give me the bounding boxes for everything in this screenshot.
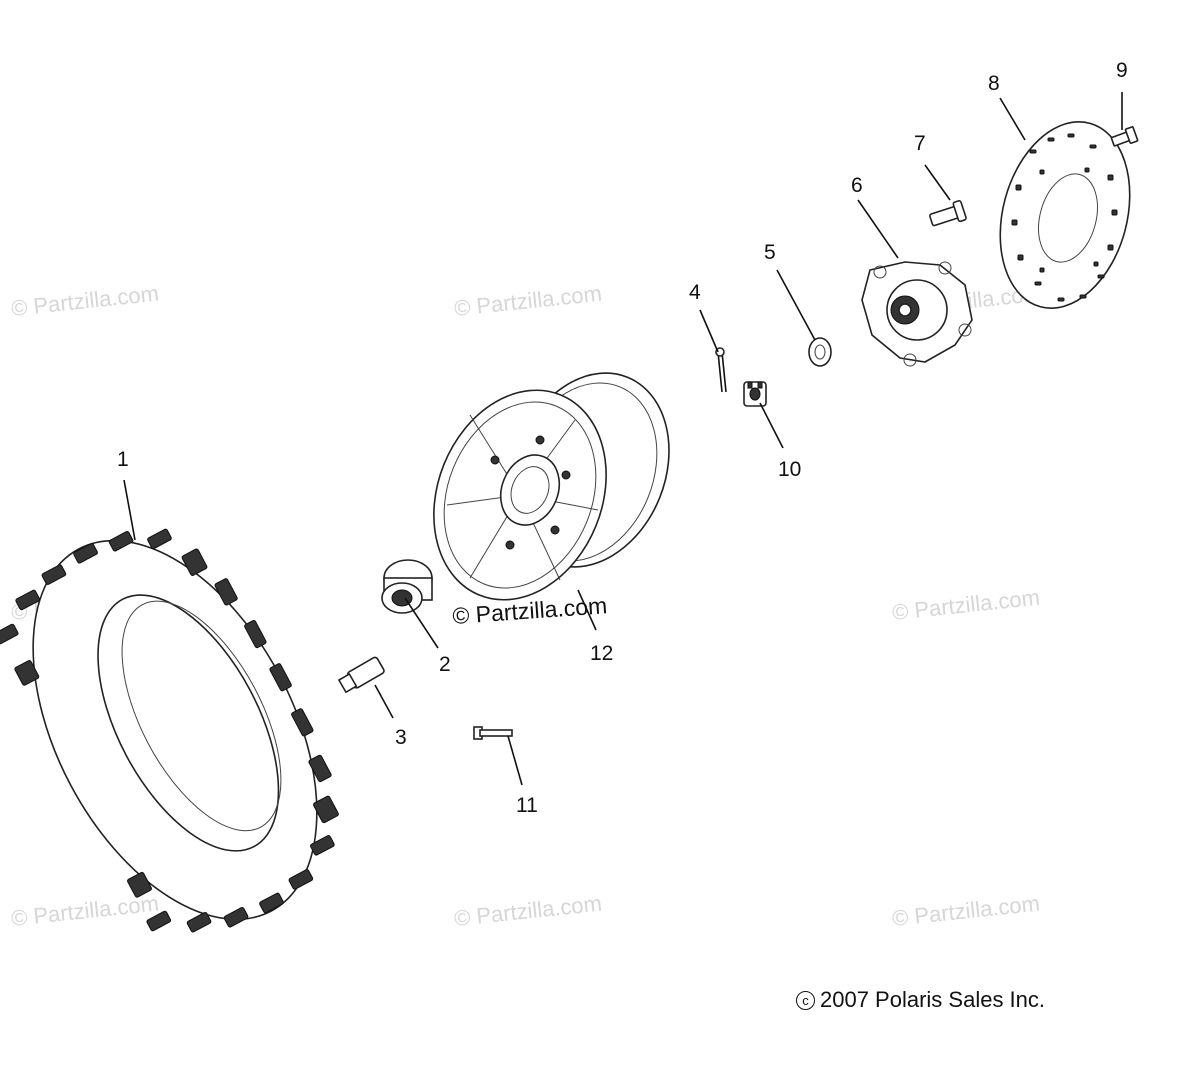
- callout-11: 11: [516, 794, 538, 817]
- callout-5: 5: [764, 241, 776, 264]
- hub-stud: [929, 200, 967, 227]
- copyright-notice: c 2007 Polaris Sales Inc.: [796, 987, 1045, 1013]
- watermark: © Partzilla.com: [891, 891, 1041, 931]
- brake-disc-holes: [1011, 133, 1118, 302]
- callout-12: 12: [590, 642, 613, 665]
- wheel-bolt: [473, 726, 513, 740]
- tire: [0, 528, 339, 933]
- wheel-rim: [433, 372, 670, 601]
- copyright-symbol: c: [796, 991, 815, 1010]
- callout-2: 2: [439, 653, 451, 676]
- watermark: © Partzilla.com: [10, 281, 160, 321]
- watermark: © Partzilla.com: [453, 281, 603, 321]
- washer: [808, 337, 832, 367]
- hub: [861, 261, 973, 367]
- watermark-center: © Partzilla.com: [452, 592, 608, 629]
- callout-8: 8: [988, 72, 1000, 95]
- callout-1: 1: [117, 448, 129, 471]
- callout-6: 6: [851, 174, 863, 197]
- callout-labels: 1 2 3 4 5 6 7 8 9 10 11 12: [117, 59, 1128, 817]
- watermark: © Partzilla.com: [891, 585, 1041, 625]
- callout-10: 10: [778, 458, 801, 481]
- cotter-pin: [715, 347, 727, 393]
- brake-disc: [999, 121, 1131, 309]
- callout-7: 7: [914, 132, 926, 155]
- leader-lines: [123, 92, 1123, 786]
- tire-tread: [0, 528, 339, 933]
- watermark: © Partzilla.com: [453, 891, 603, 931]
- disc-bolt: [1110, 126, 1139, 147]
- copyright-text: 2007 Polaris Sales Inc.: [820, 987, 1046, 1012]
- center-cap: [381, 559, 433, 614]
- valve-stem: [337, 656, 385, 694]
- callout-9: 9: [1116, 59, 1128, 82]
- callout-3: 3: [395, 726, 407, 749]
- castle-nut: [743, 381, 767, 407]
- callout-4: 4: [689, 281, 701, 304]
